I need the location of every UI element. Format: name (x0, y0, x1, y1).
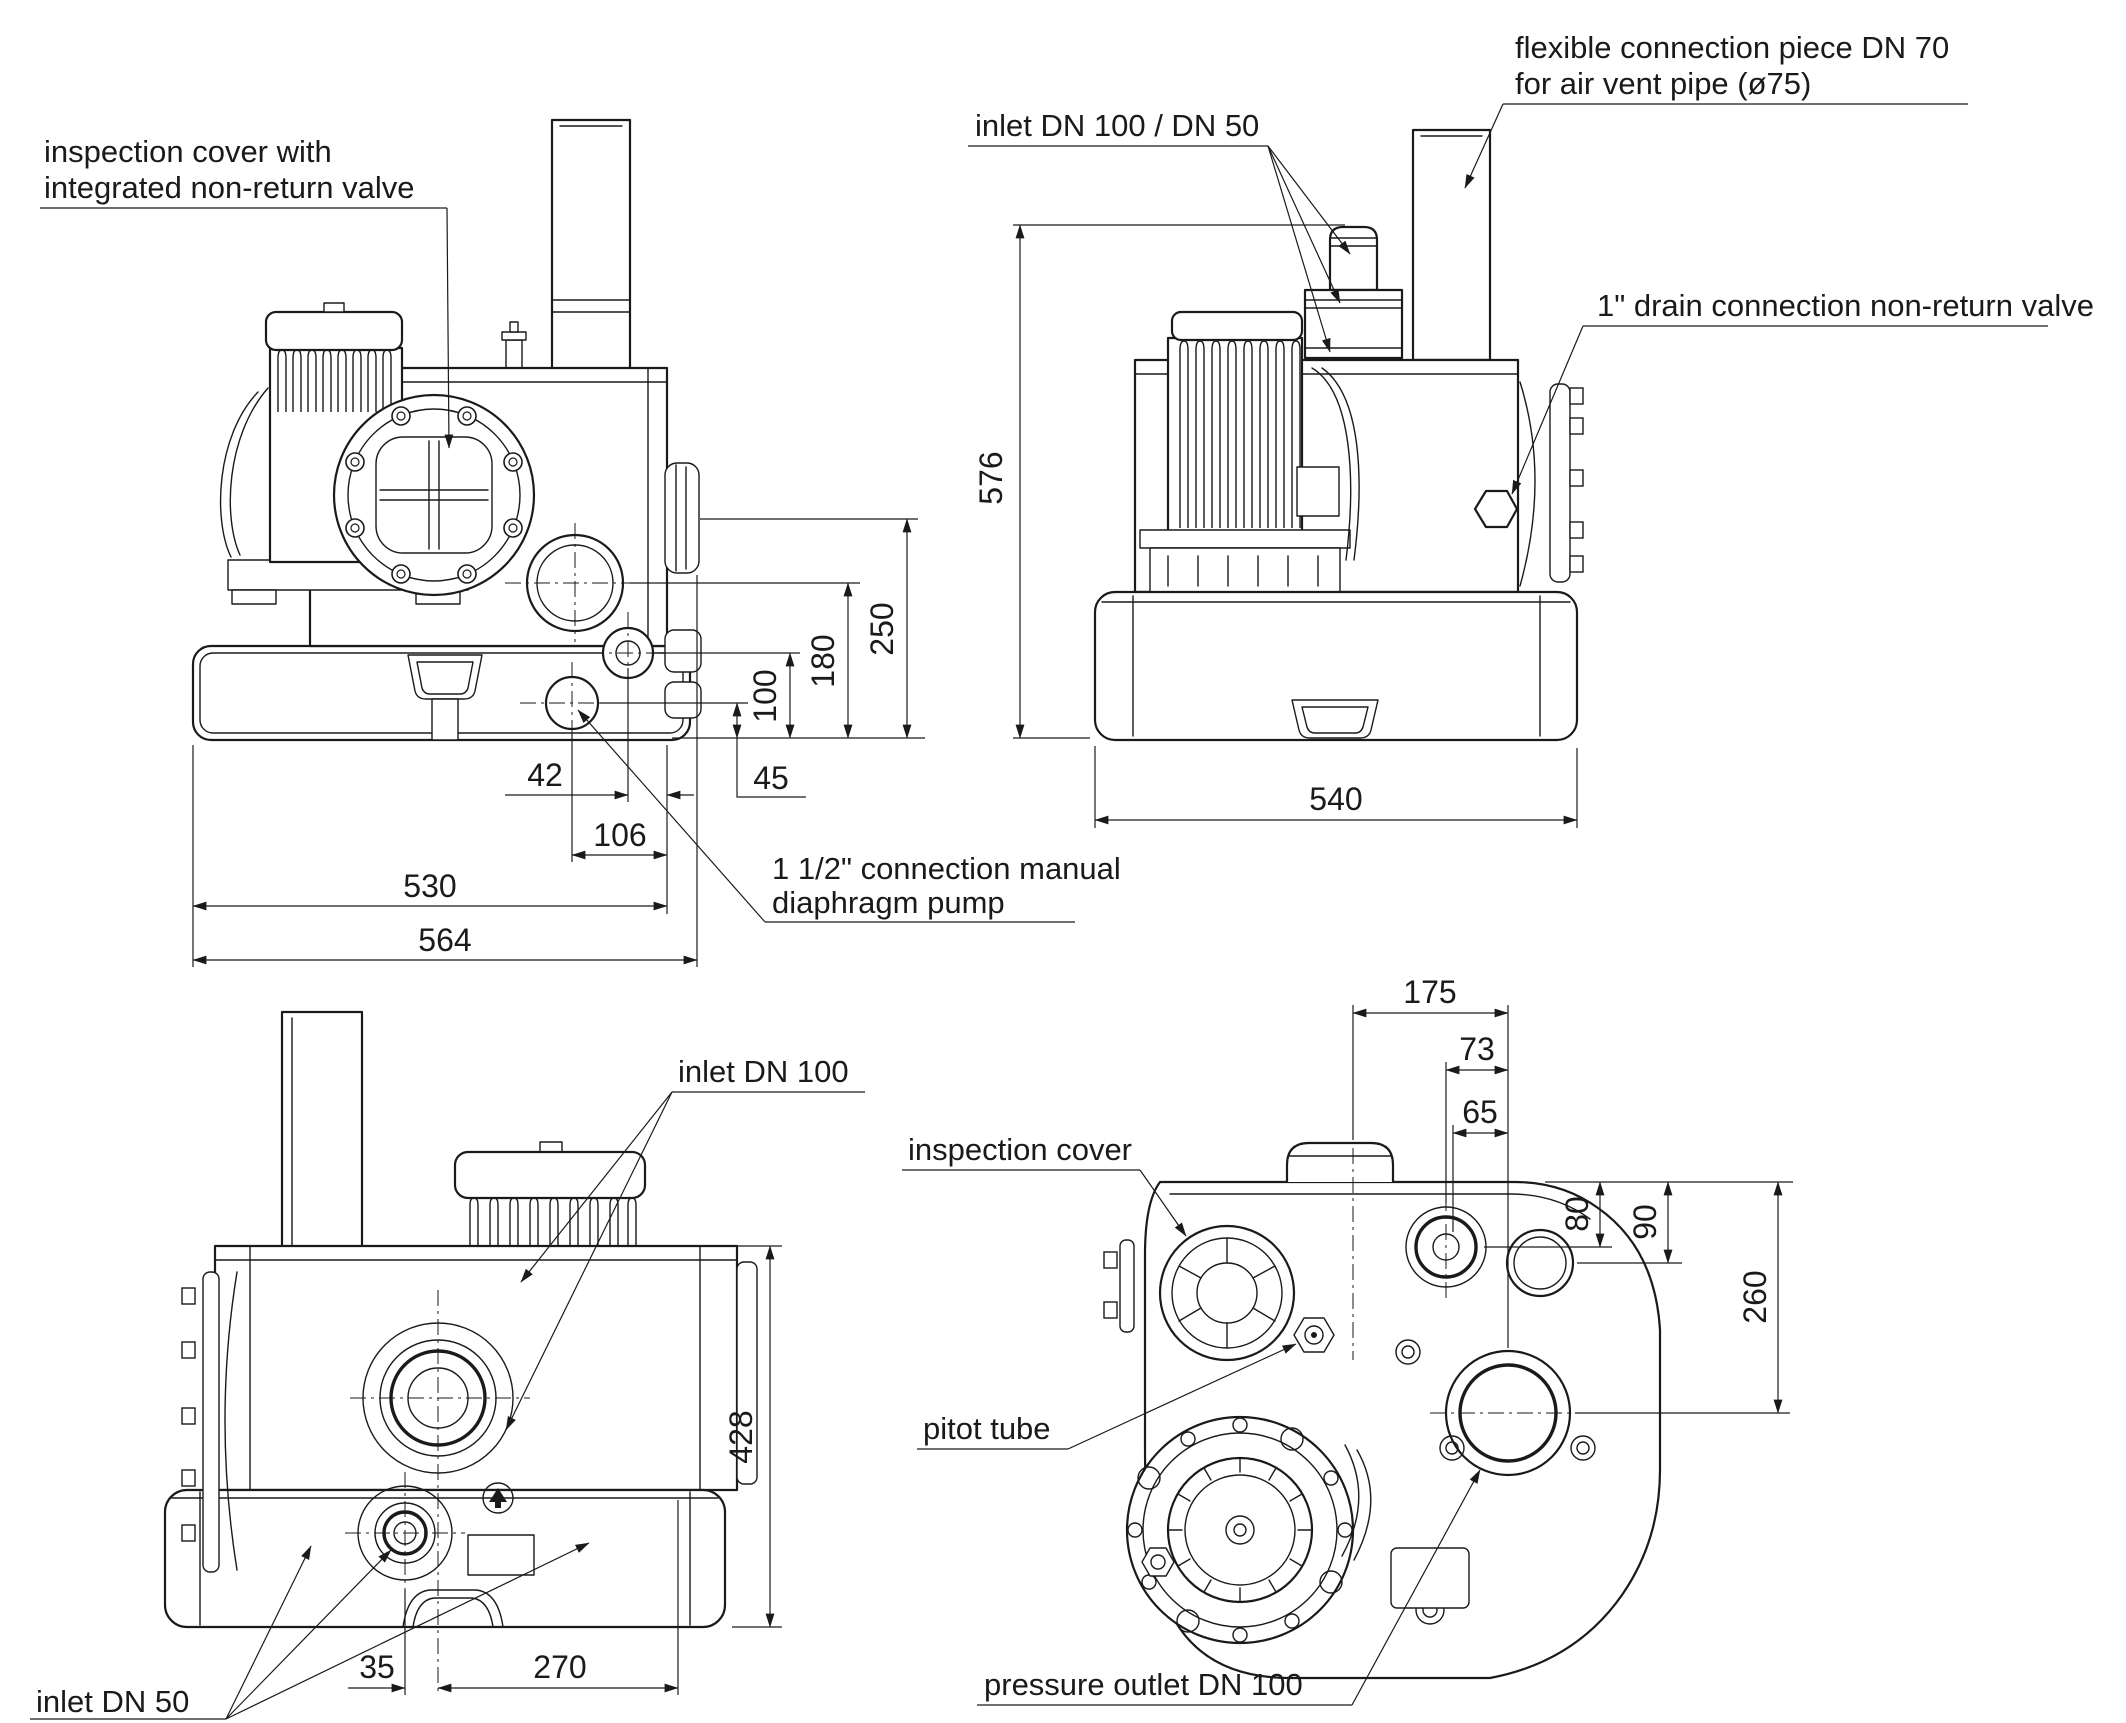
bottom-left-view (163, 1010, 758, 1695)
inlet-dn100-label: inlet DN 100 (678, 1054, 849, 1089)
dim-564: 564 (418, 922, 471, 958)
dim-540: 540 (1309, 781, 1362, 817)
dim-180: 180 (805, 634, 841, 687)
dim-80: 80 (1559, 1196, 1595, 1232)
top-view (1103, 1141, 1662, 1680)
pressure-outlet-label: pressure outlet DN 100 (984, 1667, 1303, 1702)
inspection-cover-label: inspection cover (908, 1132, 1132, 1167)
side-view (1093, 128, 1584, 742)
dim-35: 35 (359, 1649, 395, 1685)
dim-100: 100 (747, 669, 783, 722)
bottom-left-dimensions: 428 35 270 (348, 1245, 782, 1695)
top-view-labels: inspection cover pitot tube pressure out… (902, 1132, 1481, 1706)
dim-260: 260 (1737, 1270, 1773, 1323)
dim-250: 250 (864, 602, 900, 655)
front-view-labels: inspection cover with integrated non-ret… (40, 134, 1121, 923)
dim-45: 45 (753, 760, 789, 796)
inspection-valve-label-line1: inspection cover with (44, 134, 332, 169)
side-view-labels: inlet DN 100 / DN 50 flexible connection… (968, 30, 2094, 495)
diaphragm-pump-label-line2: diaphragm pump (772, 885, 1005, 920)
dim-73: 73 (1459, 1031, 1495, 1067)
pitot-tube-label: pitot tube (923, 1411, 1051, 1446)
dim-106: 106 (593, 817, 646, 853)
flexible-connection-label-line1: flexible connection piece DN 70 (1515, 30, 1949, 65)
dim-175: 175 (1403, 974, 1456, 1010)
dim-90: 90 (1627, 1204, 1663, 1240)
dim-42: 42 (527, 757, 563, 793)
diaphragm-pump-label-line1: 1 1/2" connection manual (772, 851, 1121, 886)
top-view-dimensions: 175 73 65 80 90 260 (1352, 974, 1793, 1414)
dim-270: 270 (533, 1649, 586, 1685)
front-view-dimensions: 250 180 100 45 42 106 530 564 (192, 518, 925, 967)
inlet-dn100-dn50-label: inlet DN 100 / DN 50 (975, 108, 1259, 143)
flexible-connection-label-line2: for air vent pipe (ø75) (1515, 66, 1811, 101)
dim-576: 576 (973, 451, 1009, 504)
bottom-left-labels: inlet DN 100 inlet DN 50 (30, 1054, 865, 1720)
dim-530: 530 (403, 868, 456, 904)
inlet-dn50-label: inlet DN 50 (36, 1684, 189, 1719)
side-view-dimensions: 576 540 (973, 224, 1578, 828)
inspection-valve-label-line2: integrated non-return valve (44, 170, 415, 205)
front-view (191, 118, 714, 748)
dim-65: 65 (1462, 1094, 1498, 1130)
dim-428: 428 (723, 1410, 759, 1463)
drain-connection-label: 1" drain connection non-return valve (1597, 288, 2094, 323)
